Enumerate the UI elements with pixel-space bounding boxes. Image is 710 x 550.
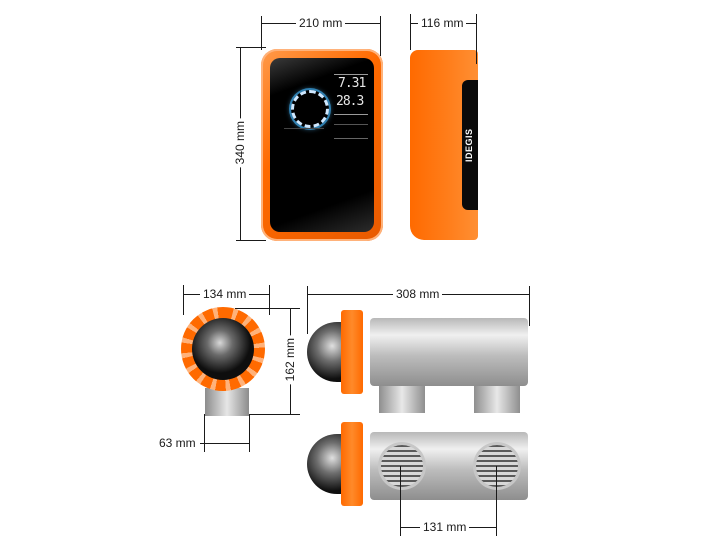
- dimension-extension-line: [249, 414, 250, 452]
- dimension-label-cell-length: 308 mm: [393, 287, 443, 301]
- dimension-extension-line: [261, 16, 262, 50]
- port-grille-icon: [381, 445, 423, 487]
- cell-cap: [341, 310, 363, 394]
- dimension-label-port-spacing: 131 mm: [420, 520, 470, 534]
- dimension-extension-line: [250, 414, 300, 415]
- cell-dome-top-view: [307, 434, 343, 494]
- dimension-extension-line: [410, 14, 411, 50]
- display-divider: [334, 124, 368, 125]
- display-divider: [334, 74, 368, 75]
- cell-end-dome: [192, 318, 254, 380]
- dimension-extension-line: [496, 466, 497, 536]
- brand-logo: IDEGIS: [464, 128, 474, 162]
- dial-gauge-icon: [291, 90, 329, 128]
- display-value-bottom: 28.3: [336, 94, 364, 109]
- dimension-extension-line: [269, 285, 270, 315]
- dimension-label-control-depth: 116 mm: [418, 16, 467, 30]
- display-indicator-row: [334, 138, 368, 139]
- cell-dome: [307, 322, 343, 382]
- dimension-extension-line: [204, 414, 205, 452]
- cell-cap-top-view: [341, 422, 363, 506]
- dimension-extension-line: [236, 240, 266, 241]
- dimension-label-cell-height: 162 mm: [283, 335, 297, 385]
- dimension-label-control-height: 340 mm: [233, 118, 247, 168]
- control-unit-screen: 7.31 28.3: [270, 58, 374, 232]
- control-unit-housing: 7.31 28.3: [261, 49, 383, 241]
- dimension-extension-line: [236, 47, 266, 48]
- cell-end-cap: [181, 307, 265, 391]
- port-grille-icon: [476, 445, 518, 487]
- display-divider: [334, 114, 368, 115]
- dimension-extension-line: [400, 466, 401, 536]
- cell-end-port: [205, 388, 249, 416]
- dimension-label-cell-end-diameter: 134 mm: [200, 287, 250, 301]
- control-unit-side: IDEGIS: [410, 50, 478, 240]
- cell-inlet-port: [379, 381, 425, 413]
- dimension-extension-line: [529, 286, 530, 326]
- cell-body: [370, 318, 528, 386]
- display-indicator-row: [284, 128, 324, 129]
- side-panel: [462, 80, 478, 210]
- dimension-extension-line: [307, 286, 308, 334]
- dimension-label-control-width: 210 mm: [296, 16, 346, 30]
- dimension-extension-line: [476, 14, 477, 64]
- dimension-extension-line: [380, 16, 381, 56]
- dimension-line: [200, 443, 250, 444]
- display-value-top: 7.31: [338, 76, 366, 91]
- dimension-extension-line: [183, 285, 184, 315]
- cell-outlet-port: [474, 381, 520, 413]
- dimension-extension-line: [235, 308, 300, 309]
- dimension-label-port-diameter: 63 mm: [156, 436, 199, 450]
